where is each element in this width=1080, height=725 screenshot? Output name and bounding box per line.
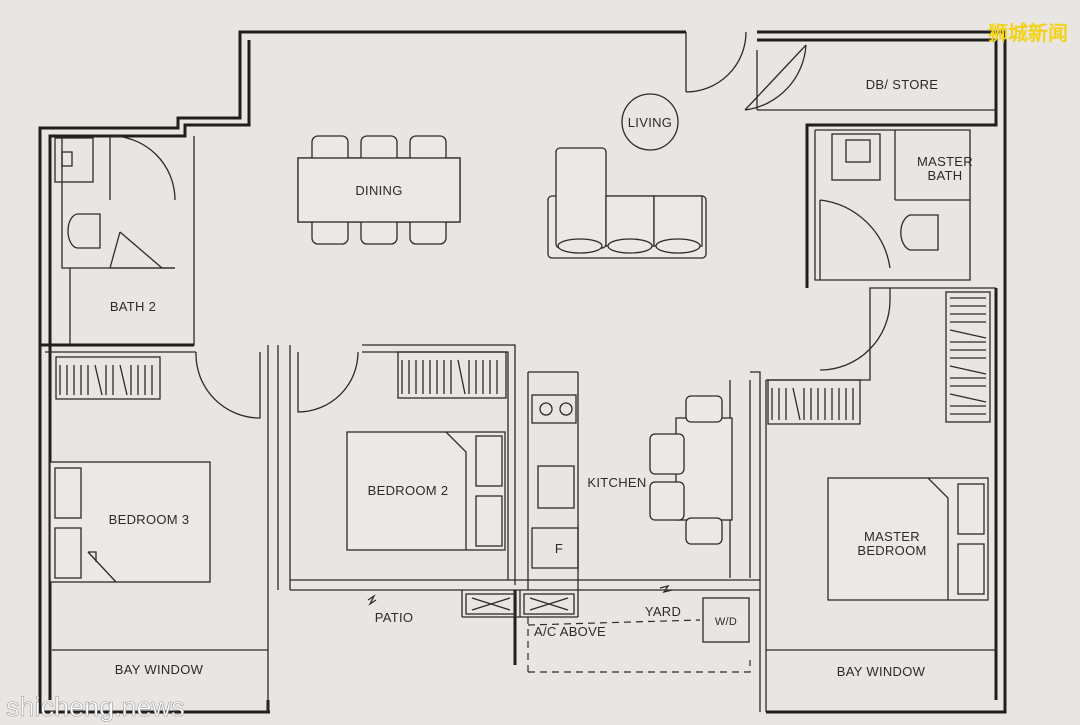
master-bath-label-2: BATH [928, 168, 963, 183]
bath2-basin [54, 137, 94, 183]
master-bath-basin [831, 133, 881, 181]
store-door [744, 44, 807, 111]
washer-dryer [702, 597, 750, 643]
master-bedroom-label-2: BEDROOM [857, 543, 926, 558]
ac-above-label: A/C ABOVE [534, 624, 606, 639]
ac-unit-1 [465, 593, 517, 615]
bath2-toilet [67, 213, 101, 249]
outer-walls [38, 30, 1007, 714]
yard-label: YARD [645, 604, 681, 619]
kitchen-table [675, 417, 733, 521]
interior-walls [40, 50, 996, 712]
fridge [531, 527, 579, 569]
bay-window-left-label: BAY WINDOW [115, 662, 204, 677]
watermark-en: shicheng.news [6, 692, 185, 722]
dashed-outlines [527, 617, 751, 673]
bedroom3-label: BEDROOM 3 [109, 512, 190, 527]
entry-door [685, 31, 747, 93]
kitchen-label: KITCHEN [587, 475, 646, 490]
sink [537, 465, 575, 509]
master-bath-door [819, 199, 891, 280]
fridge-label: F [555, 541, 563, 556]
hob [531, 394, 577, 424]
living-label: LIVING [628, 115, 672, 130]
db-store-label: DB/ STORE [866, 77, 939, 92]
room-labels: LIVING DINING DB/ STORE MASTER BATH BATH… [109, 77, 973, 679]
watermarks: 狮城新闻 shicheng.news [6, 21, 1068, 722]
bedroom2-label: BEDROOM 2 [368, 483, 449, 498]
master-bath-toilet [900, 214, 939, 251]
bedroom3-door [195, 351, 261, 419]
bath2-door [109, 135, 176, 201]
washer-dryer-label: W/D [715, 616, 737, 628]
bath2-label: BATH 2 [110, 299, 156, 314]
dining-label: DINING [355, 183, 402, 198]
master-bath-label-1: MASTER [917, 154, 973, 169]
doors [109, 31, 891, 419]
bedroom2-door [297, 351, 359, 413]
patio-label: PATIO [375, 610, 414, 625]
living-marker [621, 93, 679, 151]
bath2-fold-door [109, 231, 163, 269]
master-bedroom-door [819, 288, 891, 371]
wardrobes [55, 291, 991, 425]
master-bedroom-label-1: MASTER [864, 529, 920, 544]
bay-window-right-label: BAY WINDOW [837, 664, 926, 679]
furniture [49, 93, 989, 643]
watermark-cn: 狮城新闻 [988, 21, 1068, 45]
ac-unit-2 [523, 593, 575, 615]
